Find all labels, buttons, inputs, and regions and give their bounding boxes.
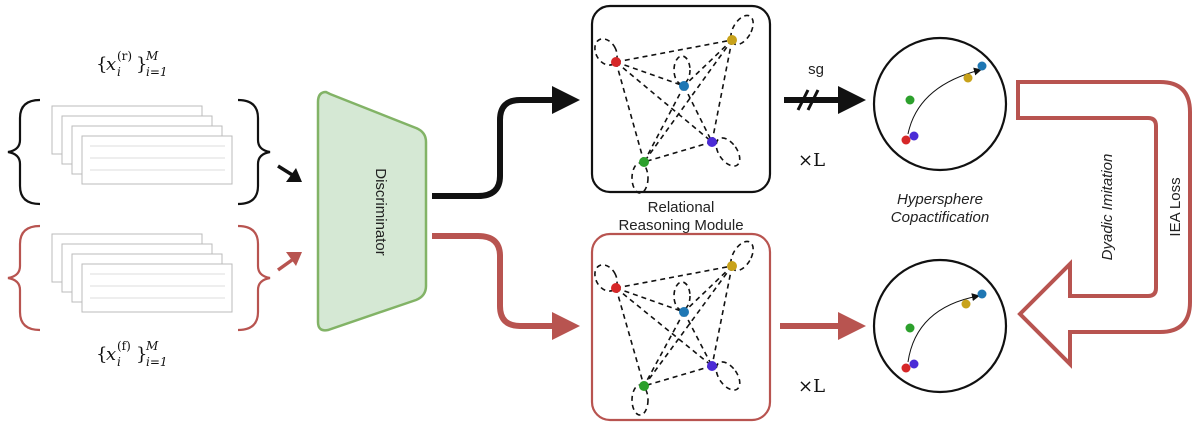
svg-text:M: M bbox=[145, 339, 159, 353]
repeat-label-bottom: ×L bbox=[798, 376, 825, 397]
node-red bbox=[611, 57, 621, 67]
fake-set-label: { x i (f) } M i=1 bbox=[96, 339, 168, 369]
node-red bbox=[611, 283, 621, 293]
iea-loss-arrow bbox=[1016, 80, 1192, 369]
fake-right-brace bbox=[237, 224, 271, 332]
node-blue bbox=[977, 289, 987, 299]
relation-edges-fake bbox=[594, 240, 754, 416]
node-purple bbox=[707, 137, 717, 147]
svg-text:(f): (f) bbox=[117, 339, 131, 353]
module-label-line2: Reasoning Module bbox=[618, 217, 743, 234]
fake-input-arrow bbox=[276, 252, 302, 272]
node-blue bbox=[977, 61, 987, 71]
hypersphere-top bbox=[872, 36, 1008, 172]
module-label-line1: Relational bbox=[648, 199, 715, 216]
node-red bbox=[901, 135, 911, 145]
fake-document-stack bbox=[51, 233, 233, 313]
node-purple bbox=[909, 131, 919, 141]
discriminator-label: Discriminator bbox=[372, 168, 389, 256]
node-blue bbox=[679, 307, 689, 317]
real-document-stack bbox=[51, 105, 233, 185]
fake-to-sphere-arrow bbox=[780, 312, 866, 340]
node-green bbox=[905, 323, 915, 333]
hypersphere-bottom bbox=[872, 258, 1008, 394]
svg-text:i: i bbox=[117, 65, 121, 79]
svg-text:x: x bbox=[106, 344, 116, 365]
hypersphere-label-line1: Hypersphere bbox=[897, 191, 983, 208]
svg-text:}: } bbox=[136, 344, 147, 365]
real-input-group bbox=[7, 98, 271, 206]
relational-module-real bbox=[590, 4, 772, 194]
node-green bbox=[639, 381, 649, 391]
svg-text:(r): (r) bbox=[117, 49, 132, 63]
hypersphere-label-line2: Copactification bbox=[891, 209, 989, 226]
node-purple bbox=[909, 359, 919, 369]
sg-label: sg bbox=[808, 61, 824, 78]
svg-text:x: x bbox=[106, 54, 116, 75]
node-purple bbox=[707, 361, 717, 371]
svg-text:{: { bbox=[96, 54, 107, 75]
node-gold bbox=[961, 299, 971, 309]
node-red bbox=[901, 363, 911, 373]
svg-text:{: { bbox=[96, 344, 107, 365]
svg-text:i=1: i=1 bbox=[146, 355, 168, 369]
dyadic-imitation-label: Dyadic Imitation bbox=[1099, 154, 1116, 261]
real-path-arrow bbox=[432, 86, 580, 199]
relational-module-fake bbox=[590, 232, 772, 422]
svg-text:i: i bbox=[117, 355, 121, 369]
fake-path-arrow bbox=[432, 233, 580, 340]
node-gold bbox=[963, 73, 973, 83]
node-gold bbox=[727, 35, 737, 45]
node-green bbox=[905, 95, 915, 105]
svg-text:}: } bbox=[136, 54, 147, 75]
repeat-label-top: ×L bbox=[798, 150, 825, 171]
svg-text:M: M bbox=[145, 49, 159, 63]
node-green bbox=[639, 157, 649, 167]
svg-text:i=1: i=1 bbox=[146, 65, 168, 79]
real-set-label: { x i (r) } M i=1 bbox=[96, 49, 168, 79]
real-left-brace bbox=[7, 98, 41, 206]
iea-loss-label: IEA Loss bbox=[1167, 177, 1184, 236]
real-input-arrow bbox=[277, 164, 302, 182]
stop-gradient-arrow bbox=[784, 86, 866, 114]
fake-input-group bbox=[7, 224, 271, 332]
fake-left-brace bbox=[7, 224, 41, 332]
real-right-brace bbox=[237, 98, 271, 206]
node-blue bbox=[679, 81, 689, 91]
discriminator-block bbox=[316, 90, 428, 332]
node-gold bbox=[727, 261, 737, 271]
